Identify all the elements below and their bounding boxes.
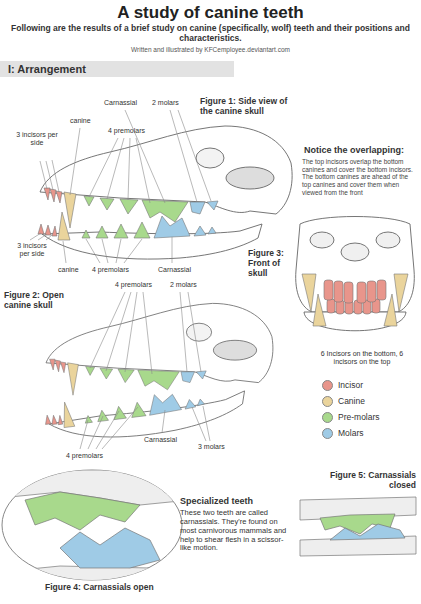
- legend-text: Pre-molars: [338, 412, 416, 422]
- tooth-label: Carnassial: [104, 99, 148, 107]
- figure-caption: Figure 4: Carnassials open: [45, 582, 185, 592]
- figure-caption: Figure 5: Carnassials closed: [326, 470, 416, 490]
- tooth-label: 3 molars: [198, 443, 238, 451]
- legend-text: Molars: [338, 428, 416, 438]
- tooth-label: 2 molars: [170, 281, 210, 289]
- section-heading: I: Arrangement: [0, 61, 234, 77]
- tooth-label: Carnassial: [144, 436, 188, 444]
- legend-text: Incisor: [338, 380, 416, 390]
- note-heading: Specialized teeth: [180, 496, 295, 507]
- note-text: 6 Incisors on the bottom, 6 incisors on …: [310, 350, 414, 367]
- figure-caption: Figure 1: Side view of the canine skull: [200, 96, 300, 116]
- credit-note: Written and illustrated by KFCemployee.d…: [8, 46, 413, 54]
- legend-swatch: [322, 428, 333, 439]
- tooth-label: 3 incisors per side: [16, 131, 58, 148]
- tooth-label: 4 premolars: [66, 452, 116, 460]
- tooth-label: 2 molars: [152, 99, 192, 107]
- legend-swatch: [322, 380, 333, 391]
- tooth-label: 4 premolars: [92, 266, 142, 274]
- tooth-label: canine: [70, 117, 105, 125]
- tooth-label: 3 incisors per side: [12, 242, 52, 259]
- figure-caption: Figure 3: Front of skull: [248, 248, 292, 278]
- note-text: The top incisors overlap the bottom cani…: [302, 158, 417, 196]
- tooth-label: canine: [58, 266, 90, 274]
- figure-caption: Figure 2: Open canine skull: [4, 290, 76, 310]
- legend-swatch: [322, 396, 333, 407]
- tooth-label: 4 premolars: [108, 127, 158, 135]
- note-heading: Notice the overlapping:: [304, 145, 419, 156]
- legend-swatch: [322, 412, 333, 423]
- page-title: A study of canine teeth: [0, 3, 421, 23]
- note-text: These two teeth are called carnassials. …: [180, 509, 292, 553]
- section-band: I: Arrangement: [0, 61, 234, 77]
- tooth-label: 4 premolars: [115, 281, 165, 289]
- tooth-label: Carnassial: [158, 266, 202, 274]
- legend-text: Canine: [338, 396, 416, 406]
- subtitle: Following are the results of a brief stu…: [8, 23, 413, 43]
